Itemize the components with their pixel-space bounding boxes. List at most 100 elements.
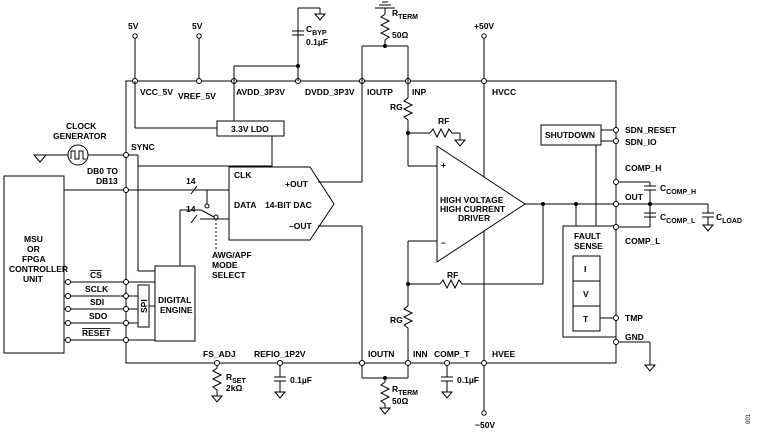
digital-line2: ENGINE (160, 305, 193, 315)
svg-text:CBYP: CBYP (306, 24, 327, 37)
amp-minus: − (441, 238, 446, 248)
rterm-bot-value: 50Ω (392, 396, 408, 406)
dac-clk-label: CLK (234, 170, 252, 180)
fault-v: V (583, 289, 589, 299)
svg-text:RSET: RSET (226, 372, 246, 385)
negative-input-network: RF RG (390, 204, 544, 363)
pin-fs-adj: FS_ADJ (203, 349, 236, 359)
svg-text:RTERM: RTERM (392, 8, 418, 21)
clock-generator: CLOCK GENERATOR SYNC (32, 121, 273, 272)
msu-controller-unit: MSU OR FPGA CONTROLLER UNIT (3, 175, 68, 354)
rf-top-label: RF (438, 116, 449, 126)
vref-5v-supply-label: 5V (192, 21, 203, 31)
shutdown-label: SHUTDOWN (545, 130, 595, 140)
pin-sdo: SDO (89, 311, 108, 321)
ldo-label: 3.3V LDO (231, 124, 269, 134)
pin-vref-5v: VREF_5V (178, 91, 216, 101)
data-bus: DB0 TO DB13 14 14 (64, 166, 234, 224)
cbyp-capacitor: CBYP 0.1µF (292, 24, 328, 47)
mode-line2: MODE (212, 260, 238, 270)
positive-input-network: RG RF (390, 81, 467, 167)
rset-value: 2kΩ (226, 383, 242, 393)
pin-sdi: SDI (90, 297, 104, 307)
gnd-pin: GND (613, 332, 657, 372)
pin-reset: RESET (82, 328, 111, 338)
driver-line3: DRIVER (458, 213, 490, 223)
db-line2: DB13 (96, 176, 118, 186)
vcc-5v-supply-label: 5V (128, 21, 139, 31)
pin-inn: INN (413, 349, 428, 359)
ccomp-h-sub: COMP_H (666, 189, 696, 196)
dac-block: CLK DATA 14-BIT DAC +OUT –OUT (228, 81, 363, 363)
pin-out: OUT (625, 192, 644, 202)
pin-comp-h: COMP_H (625, 163, 661, 173)
db-line1: DB0 TO (87, 166, 118, 176)
cload-label: C (716, 212, 722, 222)
output-compensation: COMP_H CCOMP_H OUT CCOMP_L COMP_L CLOAD (613, 163, 742, 246)
clock-gen-line1: CLOCK (66, 121, 97, 131)
hvee-rail: −50V (475, 363, 495, 430)
compt-cap-value: 0.1µF (457, 375, 479, 385)
svg-text:CLOAD: CLOAD (716, 212, 742, 225)
dac-pout-label: +OUT (285, 179, 309, 189)
mode-line3: SELECT (212, 270, 246, 280)
cload-sub: LOAD (722, 218, 742, 225)
svg-text:CCOMP_L: CCOMP_L (660, 212, 696, 225)
pin-tmp: TMP (625, 313, 643, 323)
avdd-dvdd-net (233, 7, 327, 81)
cbyp-label: C (306, 24, 312, 34)
rterm-top-label: R (392, 8, 398, 18)
rterm-bot-label: R (392, 384, 398, 394)
pin-hvee: HVEE (492, 349, 515, 359)
msu-line4: CONTROLLER (9, 264, 68, 274)
fault-i: I (584, 264, 586, 274)
msu-line2: OR (27, 244, 40, 254)
pin-cs: CS (90, 270, 102, 280)
pin-sdn-io: SDN_IO (625, 137, 657, 147)
rf-bot-label: RF (447, 270, 458, 280)
pin-comp-t: COMP_T (434, 349, 470, 359)
svg-text:RTERM: RTERM (392, 384, 418, 397)
dac-data-label: DATA (234, 200, 256, 210)
mode-select-switch: AWG/APF MODE SELECT (179, 190, 252, 280)
pin-gnd: GND (625, 332, 644, 342)
fault-sense-block: FAULT SENSE I V T TMP (562, 204, 643, 338)
bus-width-bot: 14 (186, 204, 196, 214)
rterm-bot-sub: TERM (398, 390, 418, 397)
vcc-5v-rail: 5V (128, 21, 139, 81)
refio-cap-value: 0.1µF (290, 375, 312, 385)
bus-width-top: 14 (186, 176, 196, 186)
digital-engine: DIGITAL ENGINE SPI (137, 265, 196, 342)
amp-plus: + (441, 160, 446, 170)
neg-50v-label: −50V (475, 420, 495, 430)
pin-dvdd: DVDD_3P3V (305, 87, 355, 97)
vref-5v-rail: 5V (192, 21, 203, 81)
fault-line1: FAULT (574, 231, 602, 241)
pin-sclk: SCLK (85, 284, 109, 294)
pos-50v-label: +50V (474, 21, 494, 31)
digital-line1: DIGITAL (158, 295, 191, 305)
driver-line1: HIGH VOLTAGE (440, 195, 504, 205)
cbyp-sub: BYP (312, 30, 327, 37)
svg-text:CCOMP_H: CCOMP_H (660, 183, 696, 196)
rterm-top-value: 50Ω (392, 30, 408, 40)
msu-line5: UNIT (23, 274, 44, 284)
ldo-block: 3.3V LDO (134, 81, 285, 166)
pin-hvcc: HVCC (492, 87, 516, 97)
clock-gen-line2: GENERATOR (53, 131, 107, 141)
cbyp-value: 0.1µF (306, 37, 328, 47)
rset-sub: SET (232, 378, 246, 385)
rterm-top: RTERM 50Ω (361, 1, 418, 81)
fault-t: T (583, 314, 589, 324)
mode-line1: AWG/APF (212, 250, 252, 260)
figure-id: 001 (746, 413, 752, 424)
ccomp-l-sub: COMP_L (666, 218, 696, 225)
pin-ioutn: IOUTN (368, 349, 394, 359)
bottom-pins: FS_ADJ RSET 2kΩ REFIO_1P2V 0.1µF IOUTN I… (203, 349, 515, 415)
fault-line2: SENSE (574, 241, 603, 251)
rg-top-label: RG (390, 102, 403, 112)
rterm-top-sub: TERM (398, 14, 418, 21)
msu-line3: FPGA (22, 254, 46, 264)
dac-name-label: 14-BIT DAC (265, 200, 312, 210)
